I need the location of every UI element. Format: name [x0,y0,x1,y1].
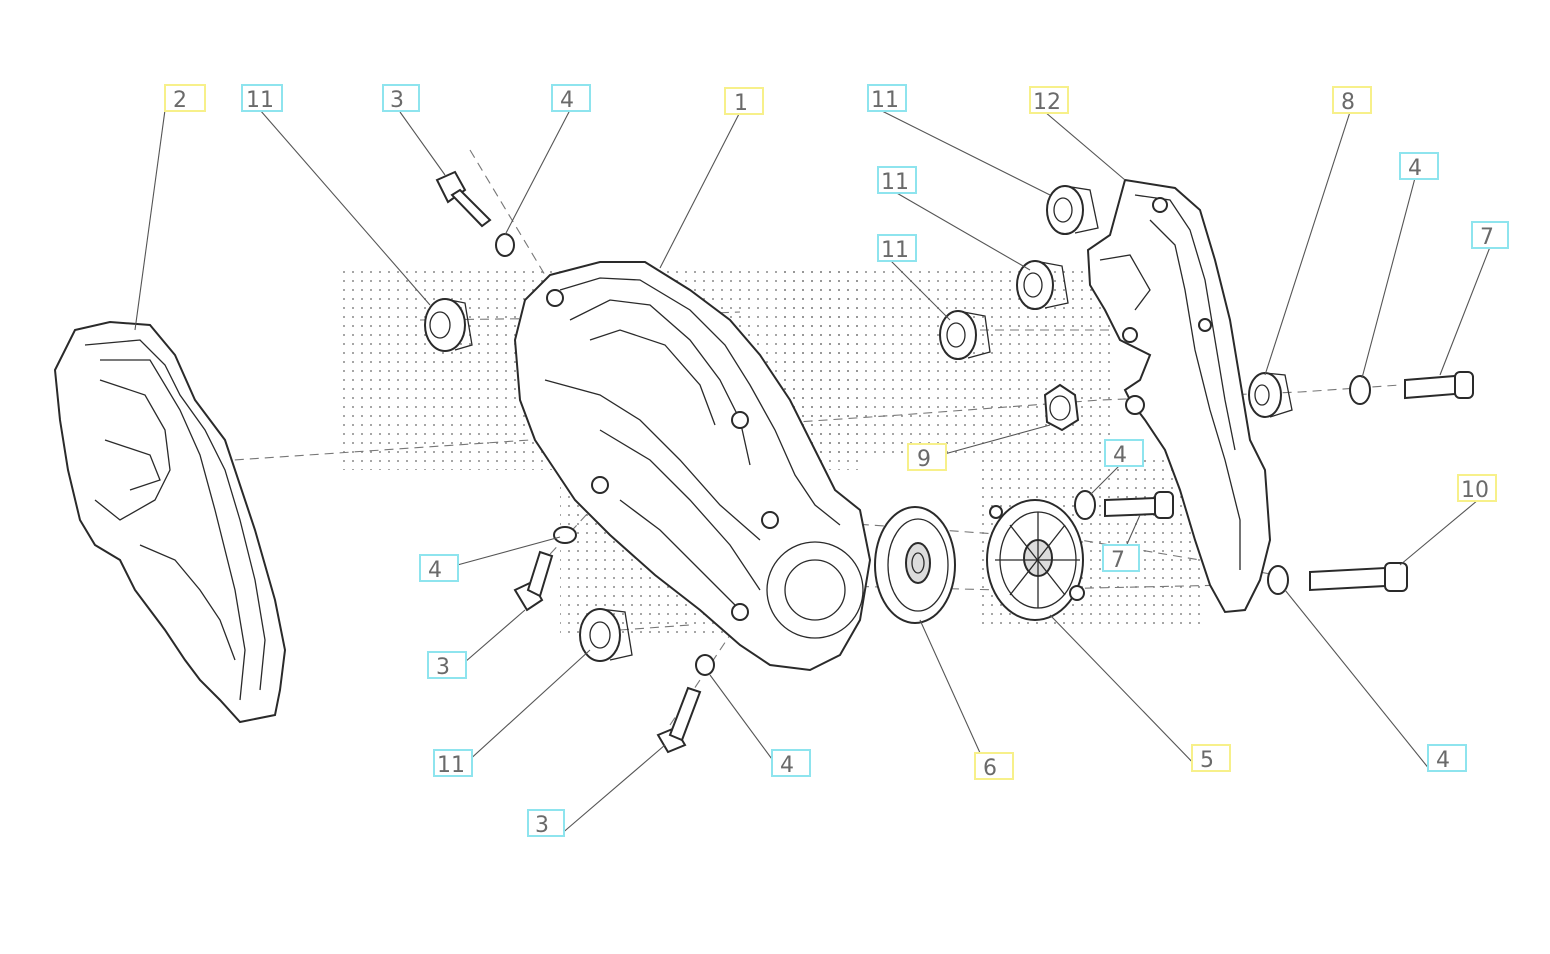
callout-4: 4 [1399,152,1439,181]
callout-3: 3 [527,809,565,838]
outer-cover-part-2 [53,320,287,724]
bushing-part-9 [1043,383,1080,432]
svg-text:1: 1 [734,91,748,116]
callout-4: 4 [551,84,591,113]
bolt-3-left-bottom [513,550,554,612]
callout-7: 7 [1471,221,1509,250]
callout-11: 11 [241,84,283,113]
svg-text:9: 9 [917,447,931,472]
callout-6: 6 [974,752,1014,781]
svg-text:2: 2 [173,88,187,113]
callout-12: 12 [1029,86,1069,115]
bolt-7-top [1404,371,1474,400]
svg-text:4: 4 [1408,156,1422,181]
spacer-part-8 [1248,372,1293,418]
svg-text:3: 3 [390,88,404,113]
svg-text:7: 7 [1111,548,1125,573]
callout-11: 11 [877,234,917,263]
right-cover-part-12 [1086,178,1272,614]
bolt-3-bottom [656,686,702,754]
svg-text:3: 3 [436,655,450,680]
callout-labels: 2 11 3 4 1 11 12 8 4 7 11 11 9 4 10 7 4 … [164,84,1509,838]
callout-4: 4 [419,554,459,583]
svg-text:11: 11 [881,238,909,263]
svg-text:5: 5 [1200,748,1214,773]
inspection-cover-part-5 [986,499,1085,621]
main-cover-part-1 [513,261,872,672]
grommet-11-mid-right [1016,260,1069,310]
svg-text:6: 6 [983,756,997,781]
bolt-10 [1309,562,1408,592]
bolt-parts [435,170,1474,754]
callout-4: 4 [771,749,811,778]
svg-text:3: 3 [535,813,549,838]
bolt-7-bottom [1104,491,1174,519]
grommet-11-bottom [579,608,633,662]
svg-text:4: 4 [560,88,574,113]
svg-text:11: 11 [437,753,465,778]
grommet-11-top-right [1046,185,1099,235]
svg-text:8: 8 [1341,90,1355,115]
callout-8: 8 [1332,86,1372,115]
callout-1: 1 [724,87,764,116]
svg-text:11: 11 [246,88,274,113]
grommet-parts-11 [424,185,1099,662]
callout-7: 7 [1102,544,1140,573]
svg-text:12: 12 [1033,90,1061,115]
callout-11: 11 [867,84,907,113]
callout-4: 4 [1427,744,1467,773]
callout-11: 11 [877,166,917,195]
callout-10: 10 [1457,474,1497,503]
pulley-disc-part-6 [874,506,956,624]
svg-text:11: 11 [871,88,899,113]
callout-9: 9 [907,443,947,472]
callout-4: 4 [1104,439,1144,468]
callout-2: 2 [164,84,206,113]
grommet-11-lower-right [939,310,991,360]
washer-parts-4 [495,233,1371,676]
svg-text:4: 4 [428,558,442,583]
svg-text:10: 10 [1461,478,1489,503]
callout-5: 5 [1191,744,1231,773]
callout-11: 11 [433,749,473,778]
bolt-3-top [435,170,492,228]
svg-text:11: 11 [881,170,909,195]
svg-text:4: 4 [1113,443,1127,468]
svg-text:4: 4 [1436,748,1450,773]
callout-3: 3 [382,84,420,113]
callout-3: 3 [427,651,467,680]
grommet-11-left [424,298,473,352]
svg-text:7: 7 [1480,225,1494,250]
svg-text:4: 4 [780,753,794,778]
